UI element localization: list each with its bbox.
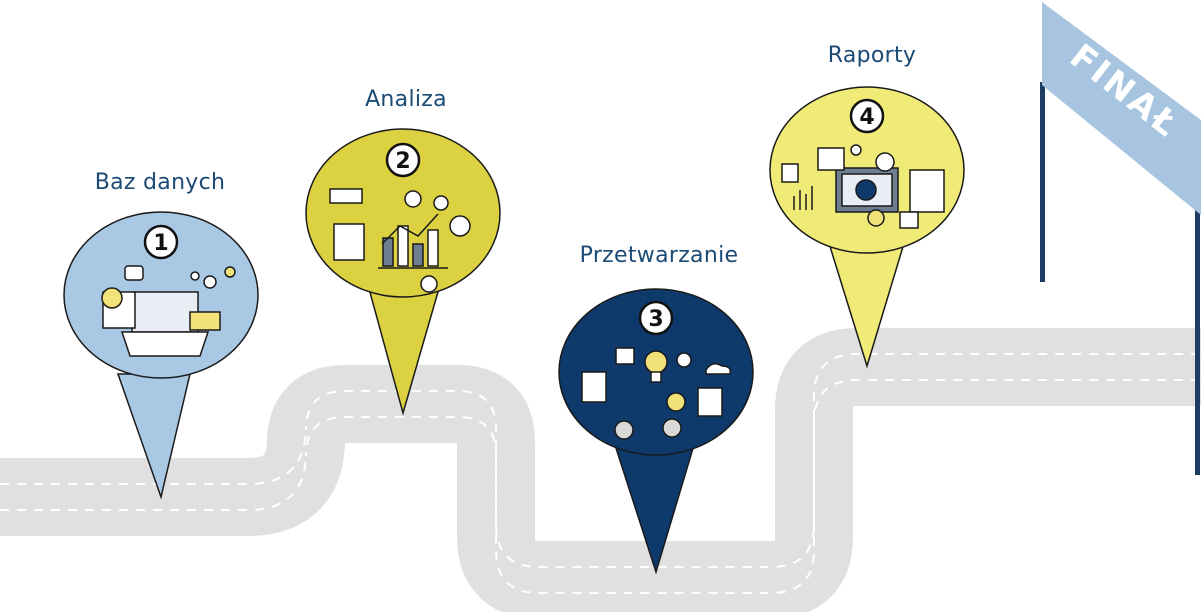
step-4-title: Raporty bbox=[828, 43, 917, 68]
step-1-number: 1 bbox=[153, 231, 168, 256]
step-1-title: Baz danych bbox=[95, 170, 226, 195]
step-2-number: 2 bbox=[395, 149, 410, 174]
step-4-pin: 4 Raporty bbox=[769, 43, 965, 369]
step-2-title: Analiza bbox=[365, 87, 447, 112]
reports-icon bbox=[781, 144, 945, 229]
road bbox=[0, 328, 1201, 612]
step-4-number: 4 bbox=[859, 105, 874, 130]
step-3-pin: 3 Przetwarzanie bbox=[558, 243, 754, 575]
step-1-pin: 1 Baz danych bbox=[63, 170, 259, 500]
laptop-data-icon bbox=[101, 265, 236, 357]
step-3-title: Przetwarzanie bbox=[580, 243, 739, 268]
processing-gears-icon bbox=[581, 347, 732, 440]
step-2-pin: 2 Analiza bbox=[305, 87, 501, 416]
step-3-number: 3 bbox=[648, 307, 663, 332]
finish-pole-left bbox=[1040, 82, 1045, 282]
analysis-chart-icon bbox=[329, 188, 471, 293]
finish-pole-right bbox=[1195, 205, 1200, 475]
finish-banner bbox=[1042, 2, 1201, 215]
